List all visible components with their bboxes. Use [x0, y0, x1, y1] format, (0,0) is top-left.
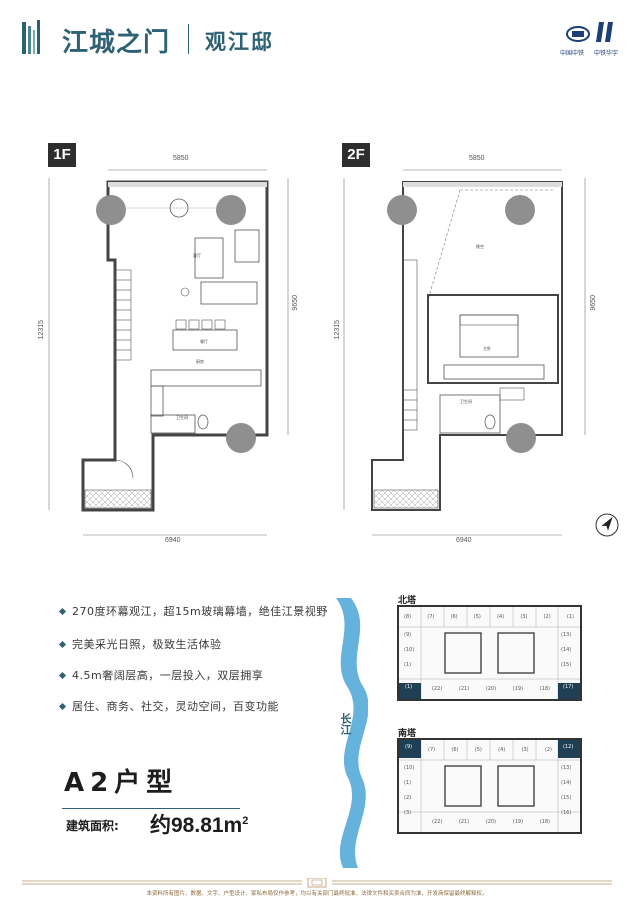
north-highlight-left: (1): [405, 684, 413, 690]
cell-n-r1: (14): [561, 647, 572, 653]
project-subname: 观江邸: [205, 29, 274, 54]
feature-3: 4.5m奢阔层高，一层投入，双层拥享: [60, 667, 263, 683]
cell-s-l2: (1): [404, 780, 412, 786]
cell-s-r1: (14): [561, 780, 572, 786]
floor-plan-1f: [45, 160, 305, 540]
dim-1f-left: 12315: [38, 320, 45, 340]
room-dining-1f: 餐厅: [200, 339, 208, 344]
huayu-logo-icon: [596, 20, 616, 46]
cell-n-b4: (18): [539, 686, 550, 692]
feature-2: 完美采光日照，极致生活体验: [60, 636, 222, 652]
cell-n-1: (1): [566, 614, 574, 620]
floor-plan-2f: [340, 160, 600, 540]
cell-n-b3: (19): [512, 686, 524, 692]
south-top-row: (7) (6) (5) (4) (3) (2): [428, 747, 552, 753]
project-logo-icon: [22, 20, 54, 54]
cell-n-l1: (10): [404, 647, 415, 653]
footer-ornament: [22, 873, 612, 888]
floor-tag-2f: 2F: [342, 143, 370, 167]
unit-type-title: A2户型: [64, 768, 179, 798]
room-bedroom-2f: 主卧: [483, 346, 491, 351]
river-label: 长江: [339, 713, 352, 735]
cell-s-l3: (2): [404, 795, 412, 801]
cell-n-8: (8): [404, 614, 412, 620]
crec-logo-icon: [566, 22, 590, 46]
dim-2f-top: 5850: [469, 155, 485, 162]
cell-s-b0: (22): [432, 819, 443, 825]
cell-s-l1: (10): [404, 765, 415, 771]
cell-s-l4: (3): [404, 810, 412, 816]
compass-north-icon: [594, 512, 620, 538]
area-divider: [62, 808, 240, 809]
disclaimer-text: 本资料所有图片、数据、文字、户型设计、家私布局仅作参考，均以有关部门最终批准、法…: [146, 891, 488, 897]
cell-s-3: (3): [521, 747, 529, 753]
cell-s-6: (6): [451, 747, 459, 753]
cell-n-2: (2): [543, 614, 551, 620]
cell-n-3: (3): [520, 614, 528, 620]
north-left-col: (9) (10) (1): [404, 632, 414, 668]
cell-n-b1: (21): [458, 686, 470, 692]
cell-s-b4: (18): [539, 819, 550, 825]
cell-s-4: (4): [498, 747, 506, 753]
south-tower-plan: [397, 738, 582, 834]
cell-n-4: (4): [497, 614, 505, 620]
south-bottom-row: (22) (21) (20) (19) (18): [432, 819, 550, 825]
cell-s-r0: (13): [561, 765, 572, 771]
area-unit-sup: 2: [242, 815, 249, 827]
yangtze-river-graphic: [318, 598, 369, 868]
cell-s-b3: (19): [512, 819, 524, 825]
south-left-col: (10) (1) (2) (3): [404, 765, 414, 816]
dim-1f-top: 5850: [173, 155, 189, 162]
project-name: 江城之门: [62, 28, 171, 58]
brand-right-text: 中铁华宇: [594, 50, 619, 57]
room-bath-2f: 卫生间: [460, 399, 472, 404]
cell-n-r0: (13): [561, 632, 572, 638]
feature-4: 居住、商务、社交，灵动空间，百变功能: [60, 698, 279, 714]
cell-n-l0: (9): [404, 632, 412, 638]
cell-s-2: (2): [544, 747, 552, 753]
north-bottom-row: (22) (21) (20) (19) (18): [432, 686, 550, 692]
cell-s-b1: (21): [458, 819, 470, 825]
area-value: 约98.81m2: [150, 809, 248, 839]
floor-tag-1f: 1F: [48, 143, 76, 167]
cell-n-l2: (1): [404, 662, 412, 668]
cell-s-7: (7): [428, 747, 436, 753]
room-kitchen-1f: 厨房: [196, 359, 204, 364]
south-highlight-right: (12): [563, 744, 574, 750]
cell-n-6: (6): [450, 614, 458, 620]
north-top-row: (8) (7) (6) (5) (4) (3) (2) (1): [404, 614, 574, 620]
room-bath-1f: 卫生间: [176, 415, 188, 420]
cell-n-b2: (20): [485, 686, 497, 692]
area-number: 约98.81m: [150, 814, 243, 837]
south-highlight-left: (9): [405, 744, 413, 750]
feature-1: 270度环幕观江，超15m玻璃幕墙，绝佳江景视野: [60, 603, 328, 619]
north-tower-plan: [397, 605, 582, 701]
brand-left-text: 中国中铁: [560, 50, 585, 57]
dim-2f-bottom: 6940: [456, 537, 472, 544]
north-tower-label: 北塔: [398, 596, 417, 606]
area-label: 建筑面积:: [66, 819, 119, 833]
north-highlight-right: (17): [563, 684, 574, 690]
cell-s-b2: (20): [485, 819, 497, 825]
cell-s-r2: (15): [561, 795, 572, 801]
cell-n-7: (7): [427, 614, 435, 620]
cell-n-b0: (22): [432, 686, 443, 692]
north-right-col: (13) (14) (15): [561, 632, 571, 668]
cell-s-r3: (16): [561, 810, 572, 816]
room-living-1f: 客厅: [193, 253, 201, 258]
title-divider: [188, 24, 189, 54]
cell-n-r2: (15): [561, 662, 572, 668]
cell-s-5: (5): [474, 747, 482, 753]
south-right-col: (13) (14) (15) (16): [561, 765, 571, 816]
room-void-2f: 挑空: [476, 244, 484, 249]
cell-n-5: (5): [473, 614, 481, 620]
dim-1f-bottom: 6940: [165, 537, 181, 544]
south-tower-label: 南塔: [398, 729, 417, 739]
